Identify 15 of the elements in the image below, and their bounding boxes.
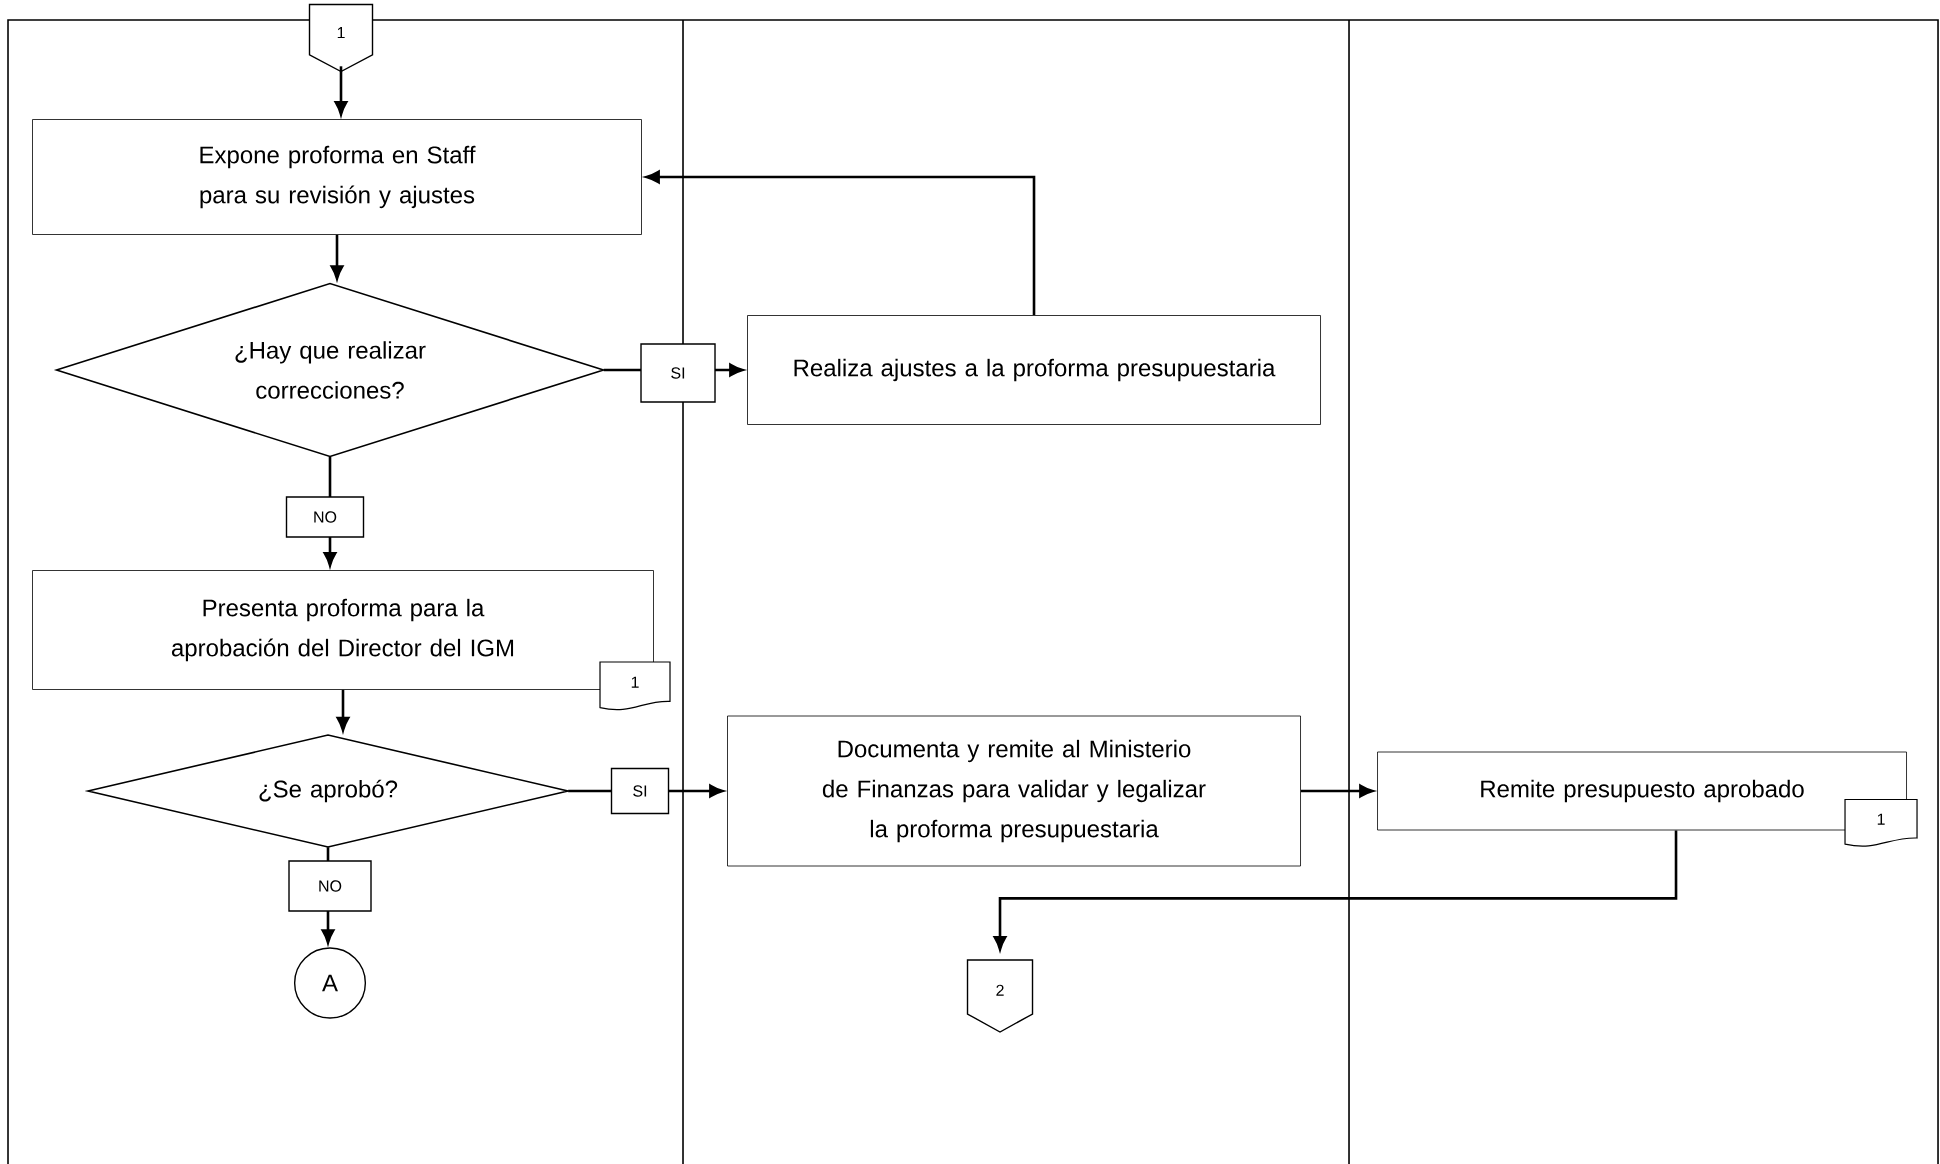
arrow bbox=[993, 830, 1678, 951]
process-box: Realiza ajustes a la proforma presupuestaria bbox=[747, 315, 1321, 425]
arrow bbox=[1300, 784, 1374, 798]
arrow bbox=[334, 66, 348, 116]
process-box: Documenta y remite al Ministerio de Finanzas para validar y legalizar la proforma presupuestaria bbox=[727, 715, 1301, 867]
process-box: Expone proforma en Staff para su revisión y ajustes bbox=[32, 119, 642, 235]
edge-label: SI bbox=[640, 343, 716, 403]
edge-label: SI bbox=[610, 767, 670, 815]
off-page-connector: 2 bbox=[966, 959, 1034, 1033]
off-page-connector: 1 bbox=[308, 3, 374, 73]
arrow bbox=[645, 170, 1036, 316]
arrow bbox=[330, 234, 344, 280]
edge-label: NO bbox=[288, 860, 372, 912]
arrow bbox=[336, 689, 350, 732]
edge-label: NO bbox=[285, 496, 365, 538]
